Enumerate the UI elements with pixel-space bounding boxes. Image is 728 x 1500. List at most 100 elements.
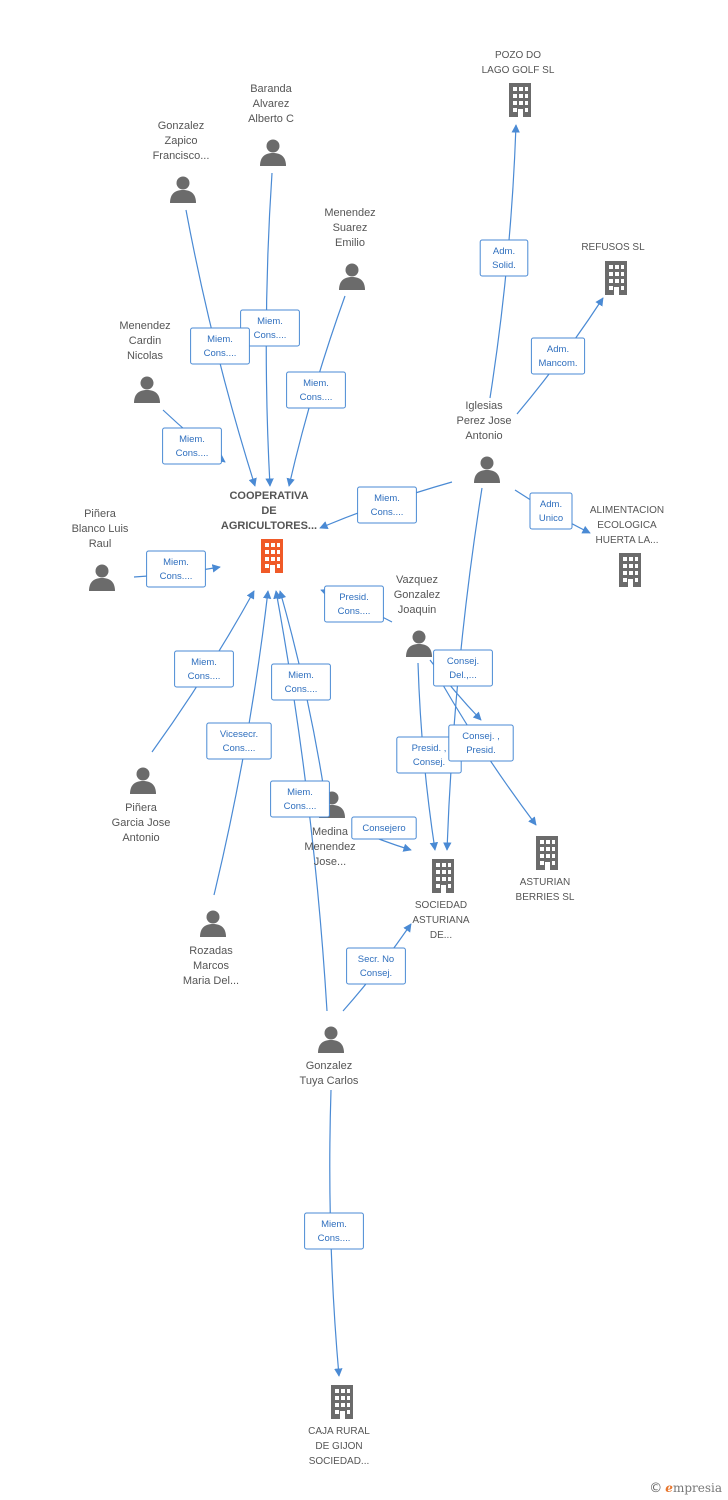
person-icon <box>318 1026 344 1053</box>
edge-tag[interactable]: Miem.Cons.... <box>146 550 206 588</box>
node-label: Blanco Luis <box>72 523 129 535</box>
edge-tag-box <box>270 780 330 818</box>
brand-footer[interactable]: ©empresia <box>649 1481 722 1496</box>
building-icon <box>331 1385 353 1419</box>
edge-tag[interactable]: Consej.Del.,... <box>433 649 493 687</box>
edge-tag[interactable]: Adm. Mancom. <box>530 337 586 375</box>
edge-tag-text: Adm. <box>493 246 515 257</box>
edge-tag-box <box>357 486 417 524</box>
edge-tag-text: Miem. <box>191 657 217 668</box>
company-node-coop[interactable]: COOPERATIVADEAGRICULTORES... <box>221 490 317 573</box>
edge-tag[interactable]: Consej. ,Presid. <box>448 724 514 762</box>
edge-tag-box <box>162 427 222 465</box>
person-icon <box>170 176 196 203</box>
node-label: Tuya Carlos <box>300 1075 359 1087</box>
node-label: DE GIJON <box>315 1441 362 1452</box>
edge-tag-text: Cons.... <box>223 743 256 754</box>
node-label: BERRIES SL <box>516 892 575 903</box>
building-icon <box>605 261 627 295</box>
edge-tag[interactable]: Miem.Cons.... <box>174 650 234 688</box>
edge-tag[interactable]: Miem.Cons.... <box>304 1212 364 1250</box>
edge-tag-text: Del.,... <box>449 670 476 681</box>
edge-tag[interactable]: Secr. No Consej. <box>346 947 406 985</box>
edge-tag-text: Consej. <box>413 757 445 768</box>
person-icon <box>406 630 432 657</box>
edge-tag-text: Presid. <box>466 745 496 756</box>
edge-tag-box <box>190 327 250 365</box>
edge-tag[interactable]: Miem.Cons.... <box>240 309 300 347</box>
edge-tag[interactable]: Miem.Cons.... <box>286 371 346 409</box>
edge-tag-box <box>304 1212 364 1250</box>
edge-tag-box <box>433 649 493 687</box>
edge-tag-box <box>448 724 514 762</box>
node-label: ECOLOGICA <box>597 520 657 531</box>
node-label: ASTURIANA <box>412 915 470 926</box>
node-label: Rozadas <box>189 945 233 957</box>
company-node-sociedad[interactable]: SOCIEDADASTURIANADE... <box>412 859 470 941</box>
person-node-gonzalez_zapico[interactable]: GonzalezZapicoFrancisco... <box>153 120 210 203</box>
person-icon <box>339 263 365 290</box>
edge-tag-text: Miem. <box>287 787 313 798</box>
edge-tag[interactable]: Miem.Cons.... <box>271 663 331 701</box>
node-label: LAGO GOLF SL <box>482 65 555 76</box>
person-icon <box>130 767 156 794</box>
edge-tag[interactable]: Miem. Cons.... <box>270 780 330 818</box>
edge-tag-box <box>206 722 272 760</box>
brand-name: mpresia <box>672 1481 722 1495</box>
node-label: Antonio <box>465 430 502 442</box>
building-icon <box>261 539 283 573</box>
node-label: Gonzalez <box>306 1060 352 1072</box>
edge-tag-box <box>529 492 573 530</box>
edge-tag-text: Mancom. <box>538 358 577 369</box>
node-label: Piñera <box>84 508 117 520</box>
edge-tag-text: Miem. <box>374 493 400 504</box>
edge-tag[interactable]: Vicesecr. Cons.... <box>206 722 272 760</box>
node-label: Gonzalez <box>394 589 440 601</box>
edge-tag-box <box>174 650 234 688</box>
edge-tag[interactable]: Adm.Unico <box>529 492 573 530</box>
copyright-symbol: © <box>649 1481 663 1496</box>
edge-tag-text: Cons.... <box>160 571 193 582</box>
edge-tag-text: Cons.... <box>285 684 318 695</box>
node-label: Emilio <box>335 237 365 249</box>
edge-tag[interactable]: Consejero <box>351 816 417 840</box>
node-label: Piñera <box>125 802 158 814</box>
node-label: Suarez <box>333 222 368 234</box>
edge-tag[interactable]: Adm.Solid. <box>479 239 529 277</box>
node-label: Zapico <box>164 135 197 147</box>
edge-tag-box <box>286 371 346 409</box>
company-node-refusos[interactable]: REFUSOS SL <box>581 242 645 295</box>
edge-tag-text: Miem. <box>303 378 329 389</box>
edge-tag[interactable]: Miem.Cons.... <box>162 427 222 465</box>
edge-tag-text: Vicesecr. <box>220 729 258 740</box>
node-label: Jose... <box>314 856 346 868</box>
edge-tag[interactable]: Presid.Cons.... <box>324 585 384 623</box>
edge-tag-text: Cons.... <box>284 801 317 812</box>
edge-tag-text: Consej. <box>360 968 392 979</box>
node-label: Marcos <box>193 960 230 972</box>
person-node-medina[interactable]: MedinaMenendezJose... <box>304 791 356 869</box>
edge-tag[interactable]: Miem.Cons.... <box>190 327 250 365</box>
edge-tag-text: Miem. <box>257 316 283 327</box>
node-label: Menendez <box>119 320 170 332</box>
node-label: Menendez <box>324 207 375 219</box>
edge-tag[interactable]: Miem.Cons.... <box>357 486 417 524</box>
edge-tag-text: Adm. <box>547 344 569 355</box>
node-label: Medina <box>312 826 349 838</box>
edge-tag-text: Secr. No <box>358 954 394 965</box>
edge-tag-text: Cons.... <box>176 448 209 459</box>
